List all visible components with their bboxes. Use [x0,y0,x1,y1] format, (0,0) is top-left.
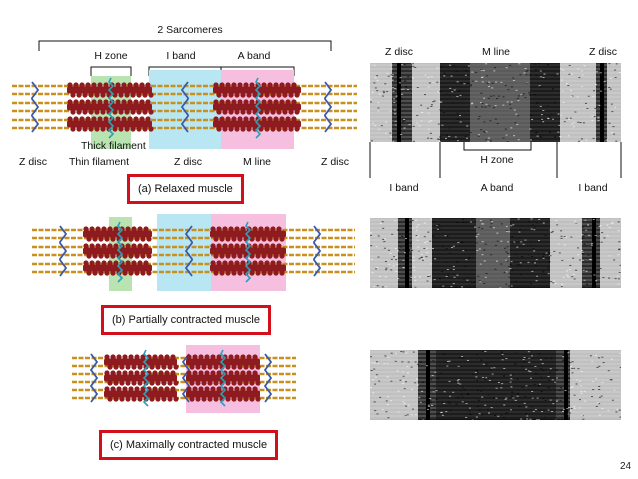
z-disc-line [59,225,68,277]
a-band-label: A band [237,50,271,62]
page-number: 24 [620,461,632,472]
micro-m-line-label: M line [481,46,511,58]
caption-relaxed: (a) Relaxed muscle [127,174,244,204]
thick-filament [210,230,286,238]
z-disc-line [313,225,322,277]
h-zone-label: H zone [94,50,128,62]
i-band-label: I band [166,50,196,62]
z-disc-line [89,353,99,403]
m-line [107,77,115,139]
z-disc-line [263,353,273,403]
z-disc-right-label: Z disc [320,156,350,168]
thick-filament [104,374,177,382]
thick-filament-label: Thick filament [81,140,146,152]
z-disc-line [180,81,189,133]
micro-z-disc-left-label: Z disc [384,46,414,58]
m-line [219,349,227,407]
micro-z-disc-right-label: Z disc [588,46,618,58]
thick-filament [67,120,152,128]
micro-i-band-right-label: I band [578,182,608,194]
m-line-label: M line [242,156,272,168]
m-line [244,221,252,283]
thick-filament [83,264,152,272]
micrograph-partially-contracted [370,218,621,288]
thick-filament [104,358,177,366]
two-sarcomeres-label: 2 Sarcomeres [157,24,223,36]
thick-filament [186,374,260,382]
m-line [142,349,150,407]
micrograph-relaxed [370,63,621,142]
z-disc-line [324,81,333,133]
z-disc-mid-label: Z disc [173,156,203,168]
micro-a-band-label: A band [480,182,514,194]
z-disc-line [184,225,193,277]
m-line [116,221,124,283]
thick-filament [186,358,260,366]
caption-maximally-contracted: (c) Maximally contracted muscle [99,430,279,460]
thick-filament [104,390,177,398]
i-band-zone [149,70,221,149]
caption-partially-contracted: (b) Partially contracted muscle [101,305,271,335]
thick-filament [83,247,152,255]
thin-filament-label: Thin filament [68,156,130,168]
z-disc-line [31,81,40,133]
m-line [254,77,262,139]
micrograph-maximally-contracted [370,350,621,420]
z-disc-left-label: Z disc [18,156,48,168]
z-disc-line [181,353,191,403]
micro-i-band-left-label: I band [389,182,419,194]
micro-h-zone-label: H zone [480,154,514,166]
thick-filament [186,390,260,398]
